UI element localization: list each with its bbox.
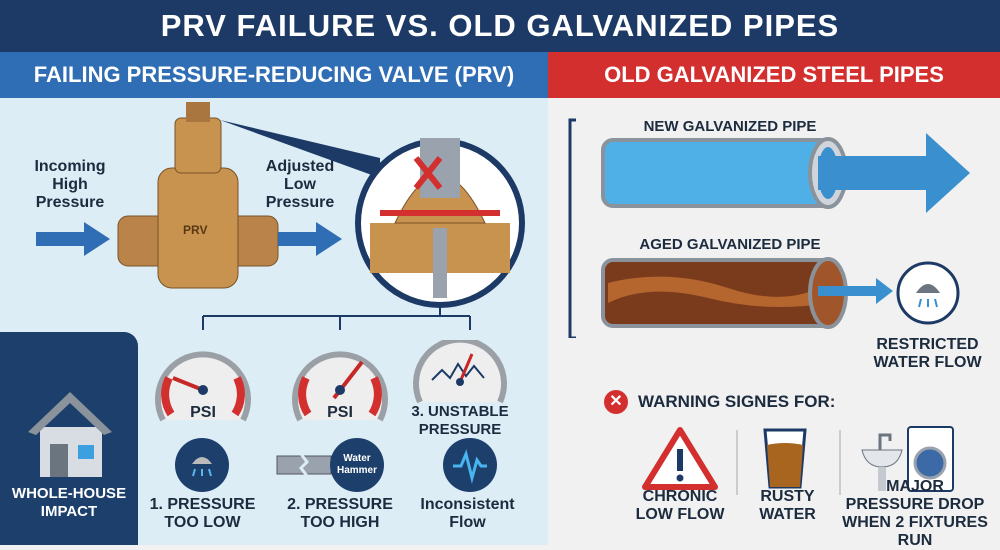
house-icon (28, 392, 112, 477)
sign-rusty-water-label: RUSTY WATER (759, 488, 816, 523)
shower-low-icon (175, 438, 229, 492)
warning-x-icon: ✕ (604, 390, 628, 414)
wave-flow-icon (443, 438, 497, 492)
whole-house-box: WHOLE-HOUSE IMPACT (0, 332, 138, 545)
prv-diagram (36, 102, 525, 330)
water-hammer-icon: Water Hammer (330, 438, 384, 492)
incoming-pressure-label: Incoming High Pressure (34, 158, 106, 211)
sink-icon (861, 433, 903, 491)
washing-machine-icon (907, 426, 954, 492)
prv-section-header: FAILING PRESSURE-REDUCING VALVE (PRV) (0, 52, 548, 98)
valve-icon (117, 102, 279, 289)
branch-connector (202, 305, 471, 330)
sign-pressure-drop-label: MAJOR PRESSURE DROP WHEN 2 FIXTURES RUN (842, 478, 988, 549)
new-pipe-label: NEW GALVANIZED PIPE (643, 118, 817, 135)
valve-cutaway-icon (355, 138, 525, 308)
sign-low-flow-label: CHRONIC LOW FLOW (635, 488, 725, 523)
gauges (155, 340, 507, 422)
house-label: WHOLE-HOUSE IMPACT (11, 485, 127, 520)
aged-pipe-label: AGED GALVANIZED PIPE (639, 236, 821, 253)
adjusted-arrow-icon (278, 222, 342, 256)
failure-unstable-label: Inconsistent Flow (420, 496, 515, 531)
unstable-pressure-title: 3. UNSTABLE PRESSURE (411, 403, 509, 438)
gauge-low-unit: PSI (190, 404, 216, 421)
failure-low-label: 1. PRESSURE TOO LOW (149, 496, 256, 531)
restricted-arrow-icon (818, 278, 893, 304)
restricted-flow-label: RESTRICTED WATER FLOW (873, 336, 982, 371)
page-title: PRV FAILURE VS. OLD GALVANIZED PIPES (0, 0, 1000, 52)
warning-title: WARNING SIGNES FOR: (638, 392, 836, 411)
burst-pipe-icon (276, 453, 332, 477)
pipes-section-header: OLD GALVANIZED STEEL PIPES (548, 52, 1000, 98)
gauge-high-unit: PSI (327, 404, 353, 421)
valve-badge: PRV (183, 223, 208, 237)
new-pipe-icon (601, 137, 848, 209)
gauge-unstable-icon (413, 340, 507, 404)
alert-triangle-icon (642, 427, 718, 490)
flow-arrow-icon (818, 133, 970, 213)
gauge-high-icon (292, 351, 388, 422)
adjusted-pressure-label: Adjusted Low Pressure (265, 158, 335, 211)
rusty-water-glass-icon (763, 428, 807, 489)
incoming-arrow-icon (36, 222, 110, 256)
shower-icon (896, 261, 960, 325)
failure-high-label: 2. PRESSURE TOO HIGH (287, 496, 393, 531)
pipes-diagram (568, 118, 970, 338)
gauge-low-icon (155, 351, 251, 422)
warning-icons (642, 426, 954, 495)
aged-pipe-icon (601, 257, 848, 329)
